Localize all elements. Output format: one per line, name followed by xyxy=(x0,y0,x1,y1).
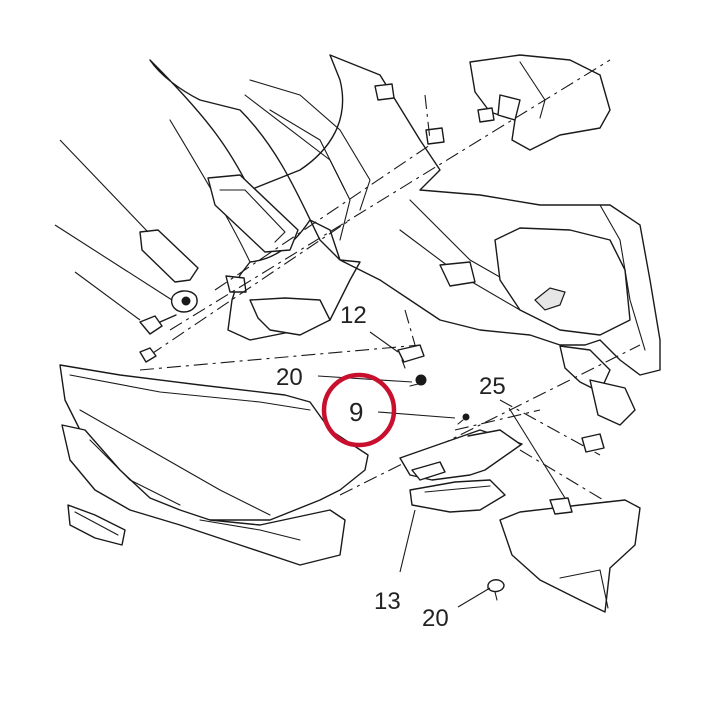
callout-13: 13 xyxy=(374,588,401,615)
callout-20-upper: 20 xyxy=(276,364,303,391)
callout-9: 9 xyxy=(349,397,363,427)
screw-20-upper xyxy=(409,374,427,387)
callout-25: 25 xyxy=(479,373,506,400)
assembly-axis-lines xyxy=(139,59,641,511)
left-leader-lines xyxy=(54,139,173,321)
screw-12 xyxy=(397,344,425,369)
left-small-parts xyxy=(139,229,199,363)
main-frame xyxy=(149,54,661,426)
lower-side-panel xyxy=(59,364,369,566)
highlight-circle xyxy=(321,372,397,448)
callout-20-lower: 20 xyxy=(422,605,449,632)
pin-9 xyxy=(457,413,470,425)
lower-right-cover xyxy=(499,433,641,613)
screw-20-lower xyxy=(487,579,505,601)
top-clips xyxy=(374,83,495,145)
callout-leaders xyxy=(317,331,566,608)
callout-12: 12 xyxy=(340,302,367,329)
bracket-13 xyxy=(399,429,523,513)
